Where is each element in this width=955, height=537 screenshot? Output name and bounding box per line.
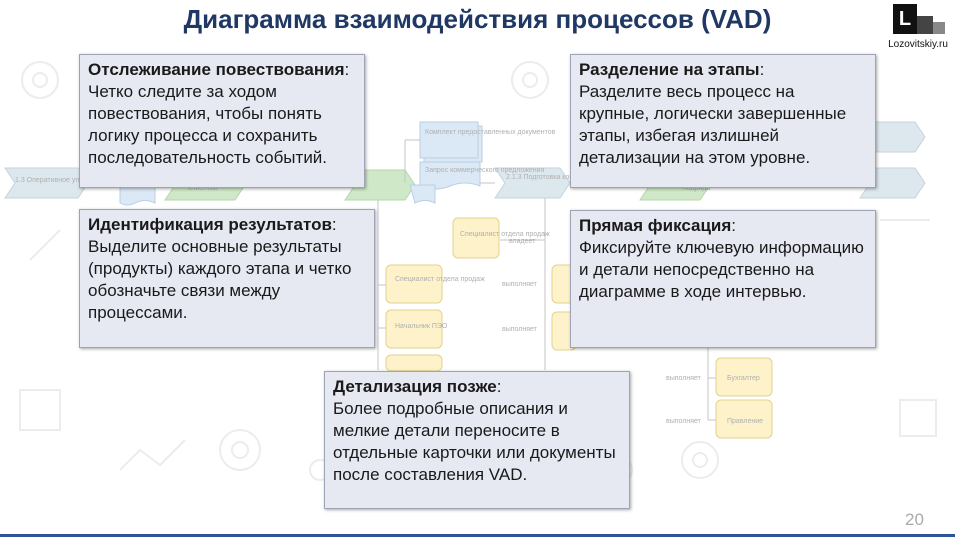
bg-relation-2: выполняет xyxy=(502,281,538,288)
logo-text: Lozovitskiy.ru xyxy=(888,39,948,50)
card-direct-capture: Прямая фиксация: Фиксируйте ключевую инф… xyxy=(570,210,876,348)
bg-role-1: Специалист отдела продаж xyxy=(460,231,550,238)
bg-role-5: Правление xyxy=(727,418,763,425)
card-title: Прямая фиксация xyxy=(579,216,732,235)
bg-role-2: Специалист отдела продаж xyxy=(395,276,485,283)
brand-logo[interactable]: L Lozovitskiy.ru xyxy=(884,2,952,54)
bg-relation-3: выполняет xyxy=(502,326,538,333)
card-body: Фиксируйте ключевую информацию и детали … xyxy=(579,238,864,301)
bg-fragment-2: подряда xyxy=(683,185,710,192)
card-narrative-tracking: Отслеживание повествования: Четко следит… xyxy=(79,54,365,188)
card-stage-split: Разделение на этапы: Разделите весь проц… xyxy=(570,54,876,188)
card-body: Разделите весь процесс на крупные, логич… xyxy=(579,82,847,167)
bg-document-2: Запрос коммерческого предложения xyxy=(425,167,545,174)
card-body: Выделите основные результаты (продукты) … xyxy=(88,237,352,322)
card-title: Разделение на этапы xyxy=(579,60,760,79)
card-title: Отслеживание повествования xyxy=(88,60,345,79)
card-body: Более подробные описания и мелкие детали… xyxy=(333,399,616,484)
logo-block xyxy=(917,16,933,34)
bg-role-4: Бухгалтер xyxy=(727,375,760,382)
bg-relation-5: выполняет xyxy=(666,418,702,425)
page-title: Диаграмма взаимодействия процессов (VAD) xyxy=(183,4,772,34)
card-body: Четко следите за ходом повествования, чт… xyxy=(88,82,328,167)
bg-process-1-label: 1.3 Оперативное управление xyxy=(15,177,110,184)
bottom-accent-line xyxy=(0,534,955,537)
bg-relation-1: владеет xyxy=(509,238,536,245)
card-result-identification: Идентификация результатов: Выделите осно… xyxy=(79,209,375,348)
logo-block-small xyxy=(933,22,945,34)
bg-relation-4: выполняет xyxy=(666,375,702,382)
page-number: 20 xyxy=(905,510,924,529)
card-title: Идентификация результатов xyxy=(88,215,332,234)
card-detail-later: Детализация позже: Более подробные описа… xyxy=(324,371,630,509)
bg-role-3: Начальник ПЭО xyxy=(395,323,448,330)
bg-fragment-1: клиентов xyxy=(188,185,218,192)
logo-letter: L xyxy=(893,4,917,34)
card-title: Детализация позже xyxy=(333,377,497,396)
bg-document-1: Комплект предоставленных документов xyxy=(425,129,556,136)
